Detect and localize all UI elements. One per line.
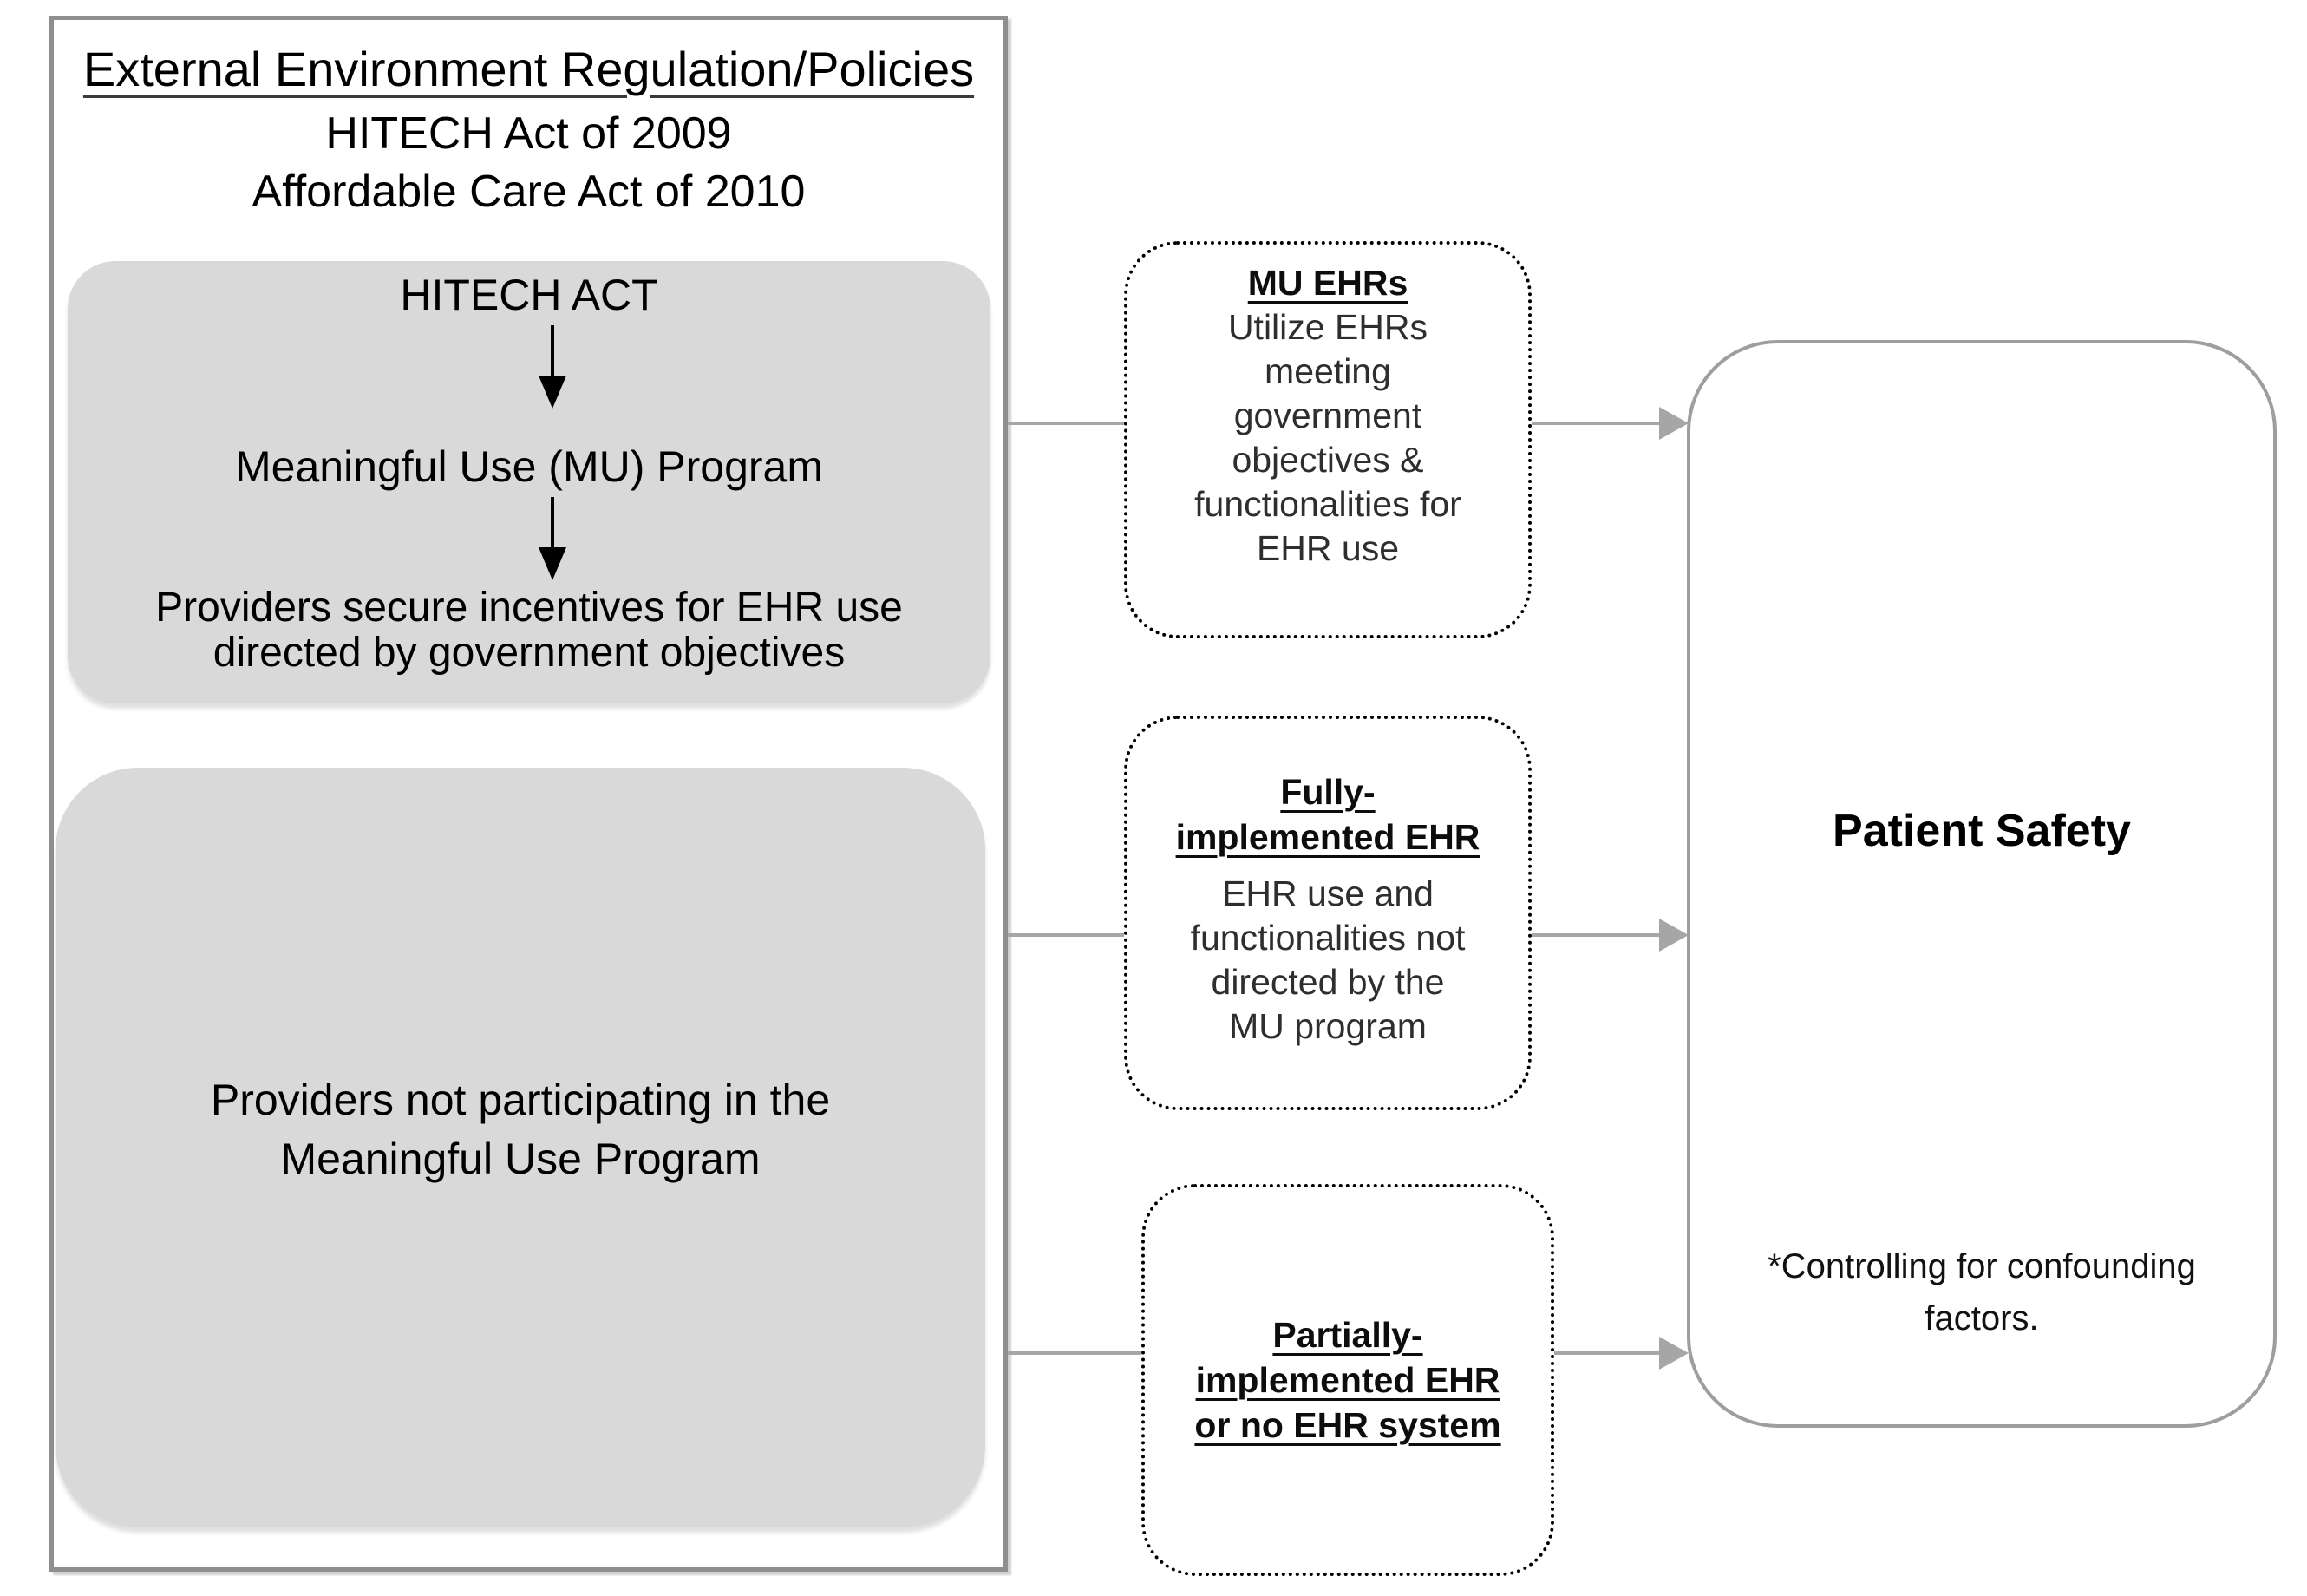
connector-line — [1554, 1351, 1659, 1355]
hitech-act-label: HITECH ACT — [400, 271, 658, 319]
partially-implemented-ehr-box: Partially- implemented EHR or no EHR sys… — [1141, 1184, 1554, 1576]
partially-implemented-ehr-title: Partially- implemented EHR or no EHR sys… — [1194, 1315, 1501, 1445]
connector-line — [1532, 422, 1659, 425]
fully-implemented-ehr-title: Fully- implemented EHR — [1175, 772, 1480, 857]
confounding-footnote: *Controlling for confounding factors. — [1768, 1247, 2196, 1338]
patient-safety-box: Patient Safety *Controlling for confound… — [1687, 340, 2277, 1428]
mu-ehrs-title: MU EHRs — [1247, 263, 1408, 303]
arrowhead-right-icon — [1659, 919, 1689, 952]
hitech-flow-box: HITECH ACT Meaningful Use (MU) Program P… — [68, 261, 990, 703]
arrowhead-right-icon — [1659, 407, 1689, 440]
panel-heading: External Environment Regulation/Policies — [82, 42, 975, 96]
connector-line — [1532, 933, 1659, 937]
connector-line — [1008, 422, 1124, 425]
down-arrow-icon — [539, 325, 566, 409]
providers-incentives-label: Providers secure incentives for EHR use … — [155, 585, 903, 676]
down-arrow-icon — [539, 497, 566, 580]
mu-ehrs-body: Utilize EHRs meeting government objectiv… — [1194, 307, 1461, 568]
fully-implemented-ehr-body: EHR use and functionalities not directed… — [1190, 873, 1466, 1046]
arrowhead-right-icon — [1659, 1337, 1689, 1370]
panel-acts-list: HITECH Act of 2009 Affordable Care Act o… — [252, 108, 806, 217]
external-environment-panel: External Environment Regulation/Policies… — [49, 16, 1008, 1572]
fully-implemented-ehr-box: Fully- implemented EHR EHR use and funct… — [1124, 716, 1532, 1110]
non-participants-label: Providers not participating in the Meani… — [210, 1076, 831, 1183]
non-participants-box: Providers not participating in the Meani… — [56, 768, 985, 1527]
mu-program-label: Meaningful Use (MU) Program — [235, 442, 823, 491]
mu-ehrs-box: MU EHRs Utilize EHRs meeting government … — [1124, 241, 1532, 638]
patient-safety-title: Patient Safety — [1833, 806, 2131, 856]
connector-line — [1008, 933, 1124, 937]
connector-line — [1008, 1351, 1141, 1355]
